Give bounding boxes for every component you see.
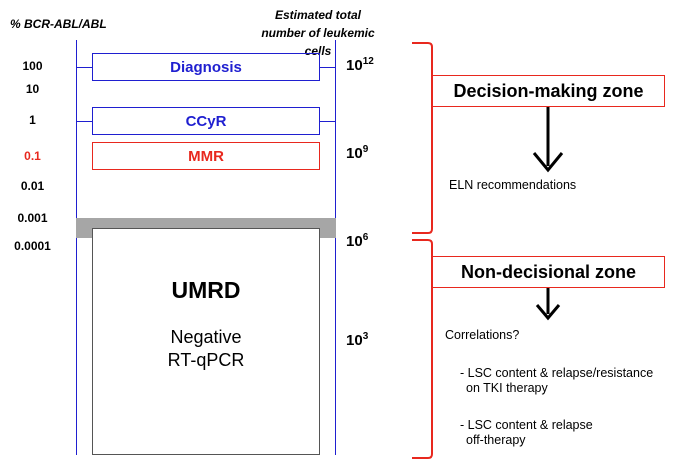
left-tick-100: 100	[22, 59, 43, 73]
left-tick-10: 10	[25, 82, 40, 96]
decision-bracket	[412, 42, 433, 234]
right-tick-1e12: 1012	[346, 56, 374, 74]
diagnosis-box: Diagnosis	[92, 53, 320, 81]
decision-zone-label: Decision-making zone	[453, 80, 644, 101]
lsc-tki-line-1: - LSC content & relapse/resistance	[460, 366, 654, 380]
umrd-box: UMRD Negative RT-qPCR	[92, 228, 320, 455]
diagnosis-label: Diagnosis	[170, 58, 242, 76]
non-decision-zone-label: Non-decisional zone	[460, 261, 637, 282]
ccyr-label: CCyR	[185, 112, 227, 130]
correlations-note: Correlations?	[445, 328, 520, 342]
right-tick-1e9: 109	[346, 144, 369, 162]
left-connector-diagnosis	[76, 67, 92, 68]
right-axis-title-text: Estimated total number of leukemic cells	[261, 8, 375, 58]
lsc-off-line-1: - LSC content & relapse	[460, 418, 593, 432]
left-connector-ccyr	[76, 121, 92, 122]
lsc-off-note: - LSC content & relapse off-therapy	[460, 418, 593, 448]
lsc-tki-line-2: on TKI therapy	[466, 381, 548, 395]
left-tick-0.0001: 0.0001	[14, 239, 51, 253]
left-tick-1: 1	[29, 113, 36, 127]
umrd-sub-1: Negative	[170, 327, 242, 347]
umrd-sub-2: RT-qPCR	[167, 350, 245, 370]
non-decision-arrow-head	[535, 304, 561, 321]
lsc-off-line-2: off-therapy	[466, 433, 526, 447]
scale-frame	[76, 40, 336, 455]
right-connector-diagnosis	[320, 67, 336, 68]
ccyr-box: CCyR	[92, 107, 320, 135]
mmr-box: MMR	[92, 142, 320, 170]
umrd-title: UMRD	[171, 277, 241, 303]
mmr-label: MMR	[188, 147, 224, 165]
right-connector-ccyr	[320, 121, 336, 122]
left-tick-0.01: 0.01	[20, 179, 45, 193]
decision-arrow-head	[532, 152, 564, 173]
eln-note: ELN recommendations	[449, 178, 577, 192]
non-decision-bracket	[412, 239, 433, 459]
right-tick-1e3: 103	[346, 331, 369, 349]
non-decision-zone-box: Non-decisional zone	[432, 256, 665, 288]
lsc-tki-note: - LSC content & relapse/resistance on TK…	[460, 366, 653, 396]
left-axis-title: % BCR-ABL/ABL	[10, 17, 107, 31]
right-axis-title: Estimated total number of leukemic cells	[258, 6, 378, 60]
decision-zone-box: Decision-making zone	[432, 75, 665, 107]
right-tick-1e6: 106	[346, 232, 369, 250]
left-tick-0.001: 0.001	[17, 211, 48, 225]
left-tick-0.1: 0.1	[24, 149, 41, 163]
